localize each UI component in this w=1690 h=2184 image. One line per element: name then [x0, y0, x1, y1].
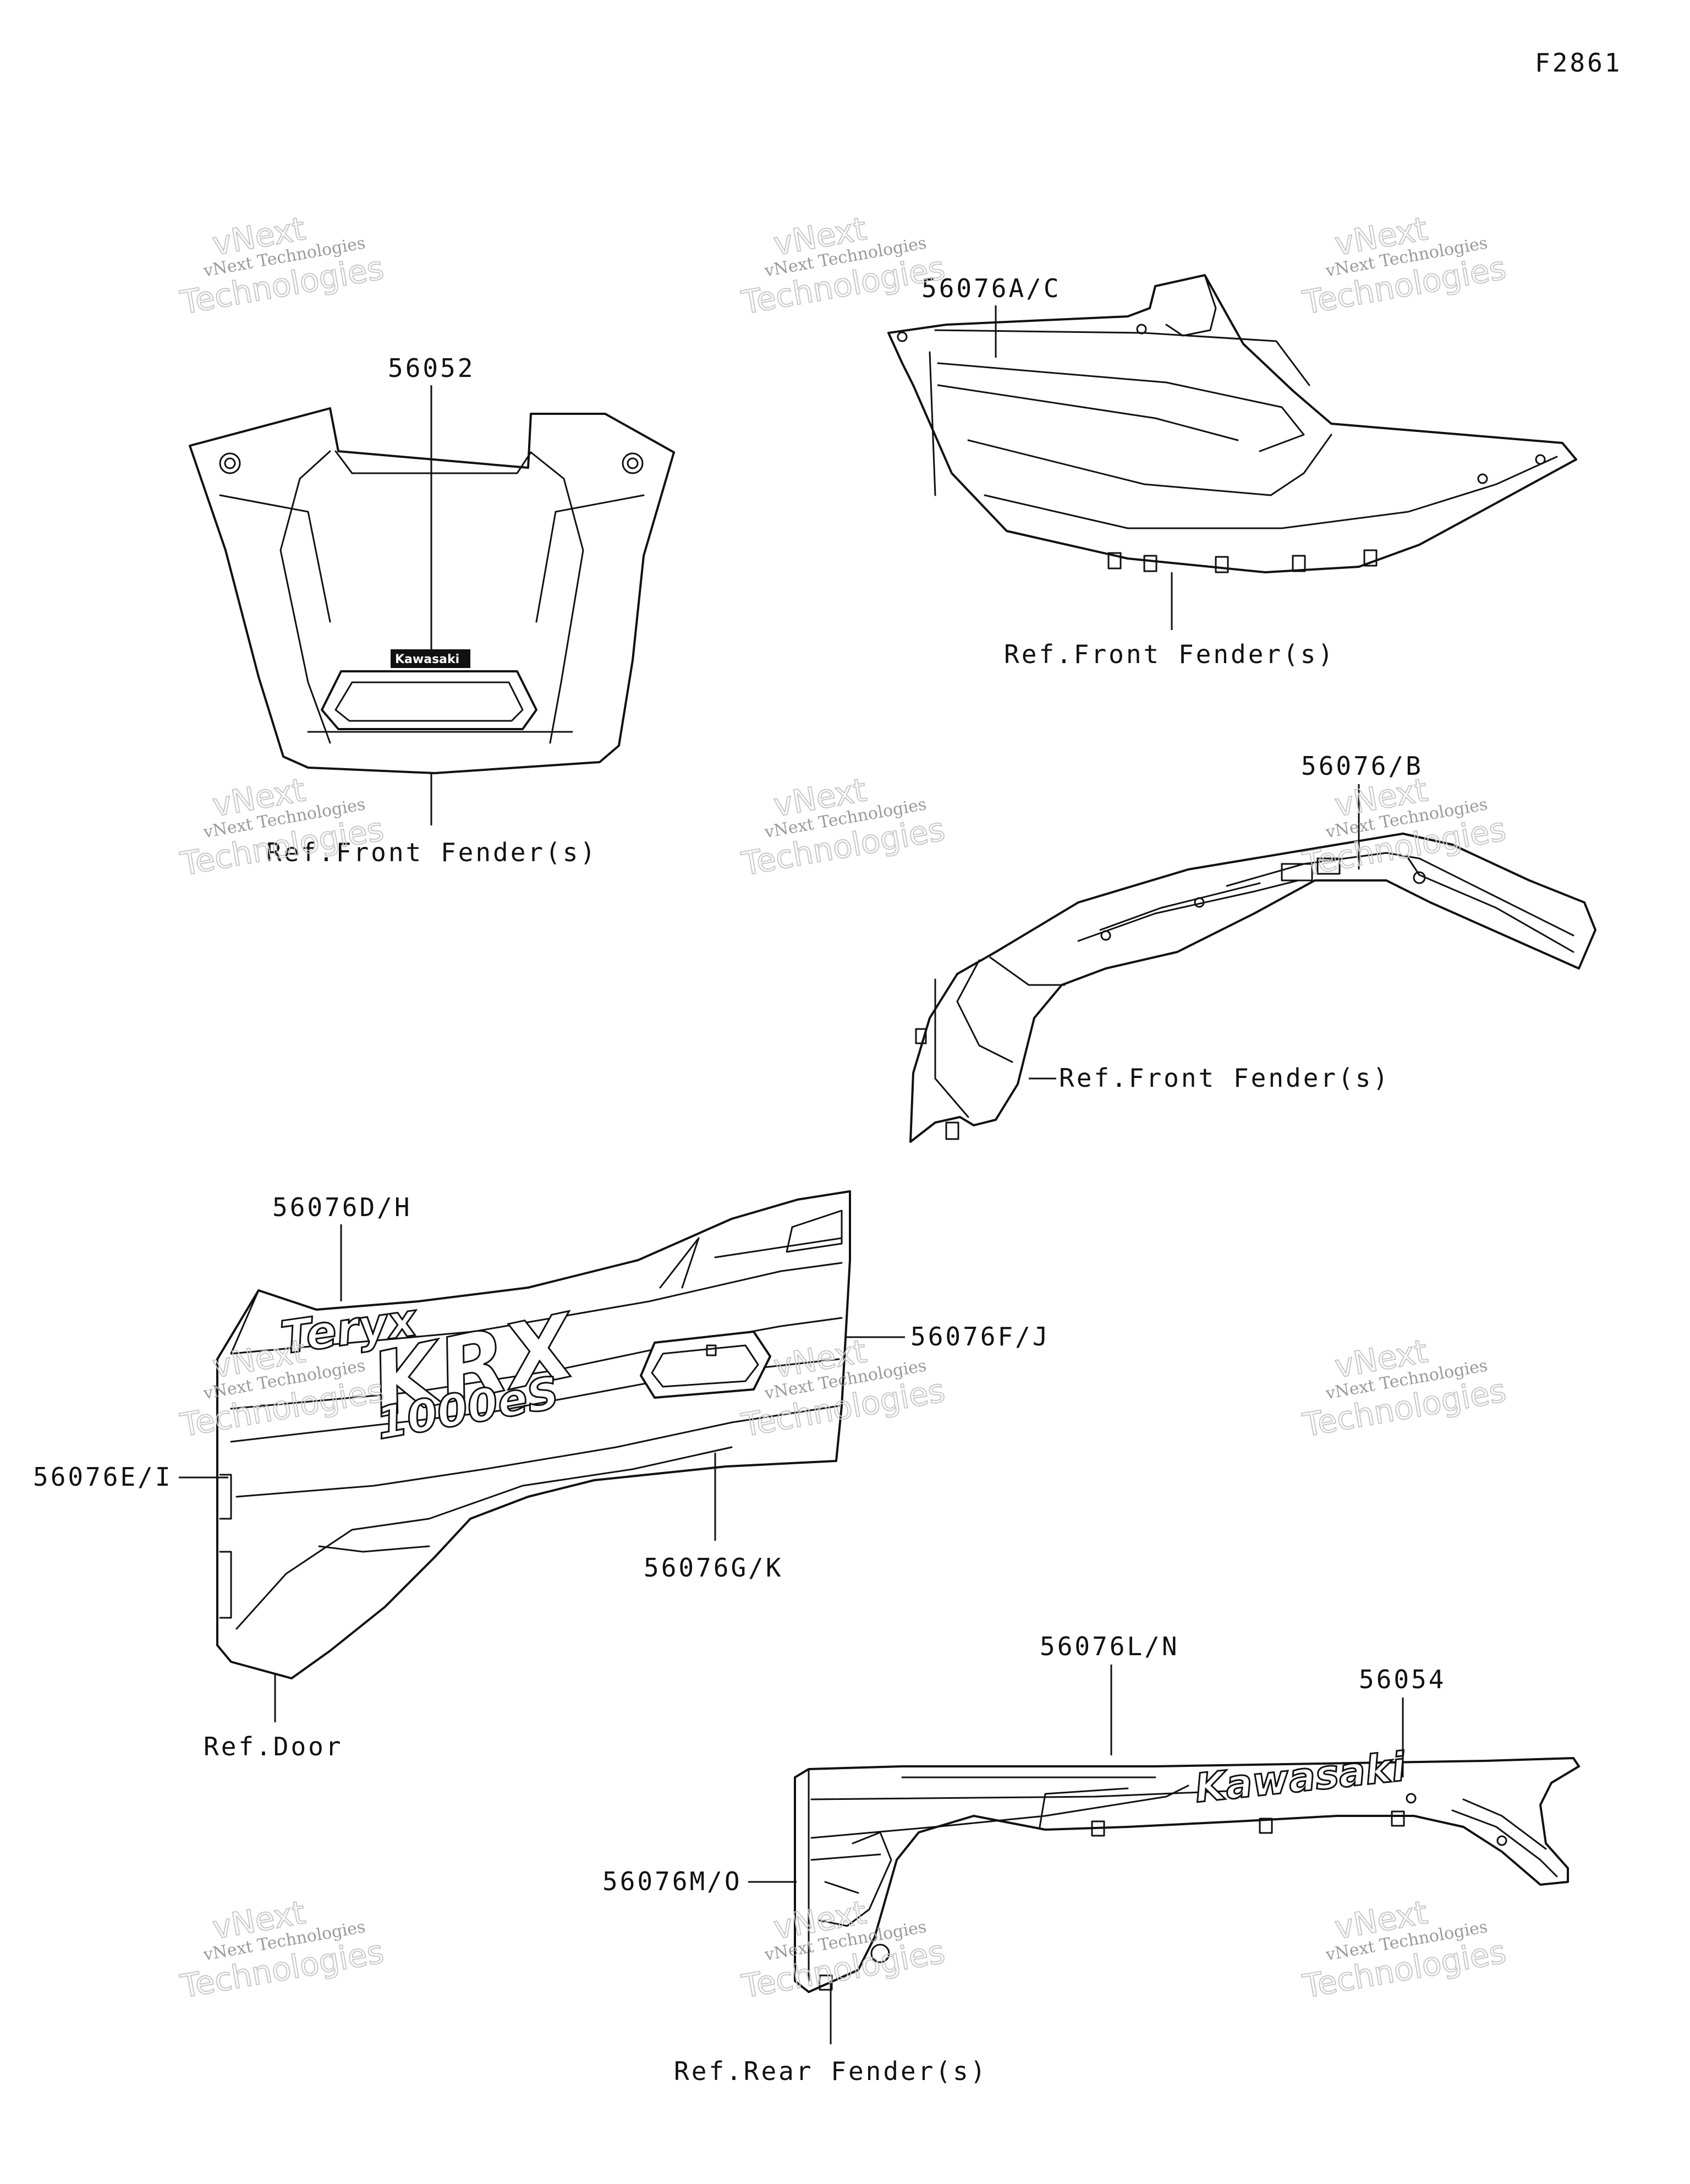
label-56076AC: 56076A/C — [921, 273, 1061, 303]
hood-badge: Kawasaki — [391, 649, 470, 668]
ref-door: Ref.Door — [204, 1732, 343, 1761]
ref-front-fender-1: Ref.Front Fender(s) — [266, 838, 597, 867]
label-56076DH: 56076D/H — [272, 1192, 412, 1222]
watermark-3: vNext vNext Technologies Technologies — [1299, 209, 1510, 322]
hood-badge-text: Kawasaki — [395, 653, 459, 666]
watermark-9: vNext vNext Technologies Technologies — [1299, 1332, 1510, 1444]
watermark-1: vNext vNext Technologies Technologies — [177, 209, 387, 322]
label-56076GK: 56076G/K — [644, 1553, 783, 1583]
ref-front-fender-2: Ref.Front Fender(s) — [1004, 639, 1335, 669]
label-56076MO: 56076M/O — [602, 1866, 742, 1896]
label-56052: 56052 — [388, 353, 475, 383]
door-decal-graphics: Teryx KRX 1000eS — [277, 1293, 588, 1450]
front-fender-part-1 — [887, 274, 1577, 573]
label-56076LN: 56076L/N — [1040, 1632, 1179, 1661]
label-56076FJ: 56076F/J — [910, 1322, 1050, 1351]
watermark-12: vNext vNext Technologies Technologies — [1299, 1893, 1510, 2006]
door-part — [216, 1190, 851, 1679]
watermark-11: vNext vNext Technologies Technologies — [738, 1893, 948, 2006]
figure-id: F2861 — [1535, 48, 1622, 78]
ref-rear-fender: Ref.Rear Fender(s) — [674, 2056, 988, 2086]
label-56054: 56054 — [1359, 1665, 1446, 1694]
rear-fender-part — [794, 1757, 1580, 1993]
ref-front-fender-3: Ref.Front Fender(s) — [1059, 1063, 1390, 1093]
watermark-2: vNext vNext Technologies Technologies — [738, 209, 948, 322]
watermark-10: vNext vNext Technologies Technologies — [177, 1893, 387, 2006]
label-56076EI: 56076E/I — [33, 1462, 173, 1492]
watermark-8: vNext vNext Technologies Technologies — [738, 1332, 948, 1444]
label-56076B: 56076/B — [1301, 751, 1423, 781]
front-fender-part-2 — [909, 833, 1596, 1143]
watermark-5: vNext vNext Technologies Technologies — [738, 770, 948, 883]
